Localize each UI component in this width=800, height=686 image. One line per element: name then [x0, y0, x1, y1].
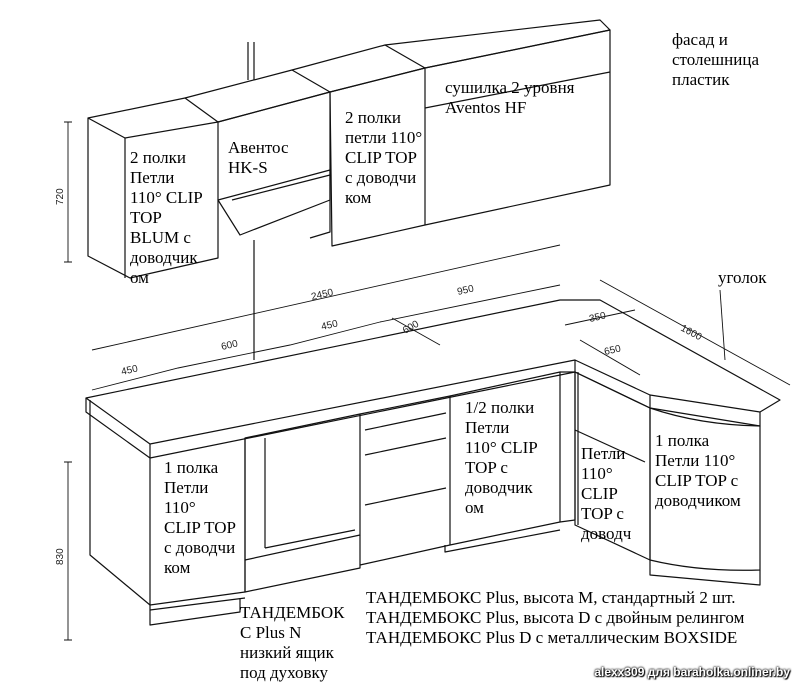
watermark: alexx309 для baraholka.onliner.by — [594, 665, 790, 679]
upper-cabinet-dryer — [384, 19, 611, 69]
note-tandembox-list: ТАНДЕМБОКС Plus, высота M, стандартный 2… — [366, 588, 745, 647]
note-facade: фасад и столешница пластик — [672, 30, 759, 89]
note-lower-corner: Петли 110° CLIP TOP с доводч — [581, 444, 632, 543]
lower-cabinet-sink — [449, 371, 561, 546]
drawer-block — [359, 395, 451, 566]
dim-600b: 600 — [401, 319, 421, 337]
note-corner: уголок — [718, 268, 767, 287]
dim-upper-height: 720 — [55, 188, 66, 205]
dim-450a: 450 — [120, 363, 139, 378]
note-upper-mid: 2 полки петли 110° CLIP TOP с доводчи ко… — [345, 108, 423, 207]
dim-lower-height: 830 — [55, 548, 66, 565]
note-lower-left: 1 полка Петли 110° CLIP TOP с доводчи ко… — [164, 458, 236, 577]
dim-950: 950 — [456, 283, 475, 298]
note-lower-mid: 1/2 полки Петли 110° CLIP TOP с доводчик… — [465, 398, 538, 517]
note-aventos-hk: Авентос HK-S — [228, 138, 289, 177]
dim-1600: 1600 — [679, 323, 704, 343]
dim-350: 350 — [588, 310, 607, 325]
hood — [217, 169, 331, 236]
note-lower-round: 1 полка Петли 110° CLIP TOP с доводчиком — [655, 431, 741, 510]
dim-450b: 450 — [320, 318, 339, 333]
oven-niche — [244, 413, 361, 561]
note-dryer: сушилка 2 уровня Aventos HF — [445, 78, 575, 117]
note-tandembox-left: ТАНДЕМБОК С Plus N низкий ящик под духов… — [240, 603, 345, 682]
dim-total-length: 2450 — [310, 287, 335, 303]
dim-650: 650 — [603, 343, 622, 358]
note-upper-left: 2 полки Петли 110° CLIP TOP BLUM с довод… — [130, 148, 203, 287]
dim-600a: 600 — [220, 338, 239, 353]
